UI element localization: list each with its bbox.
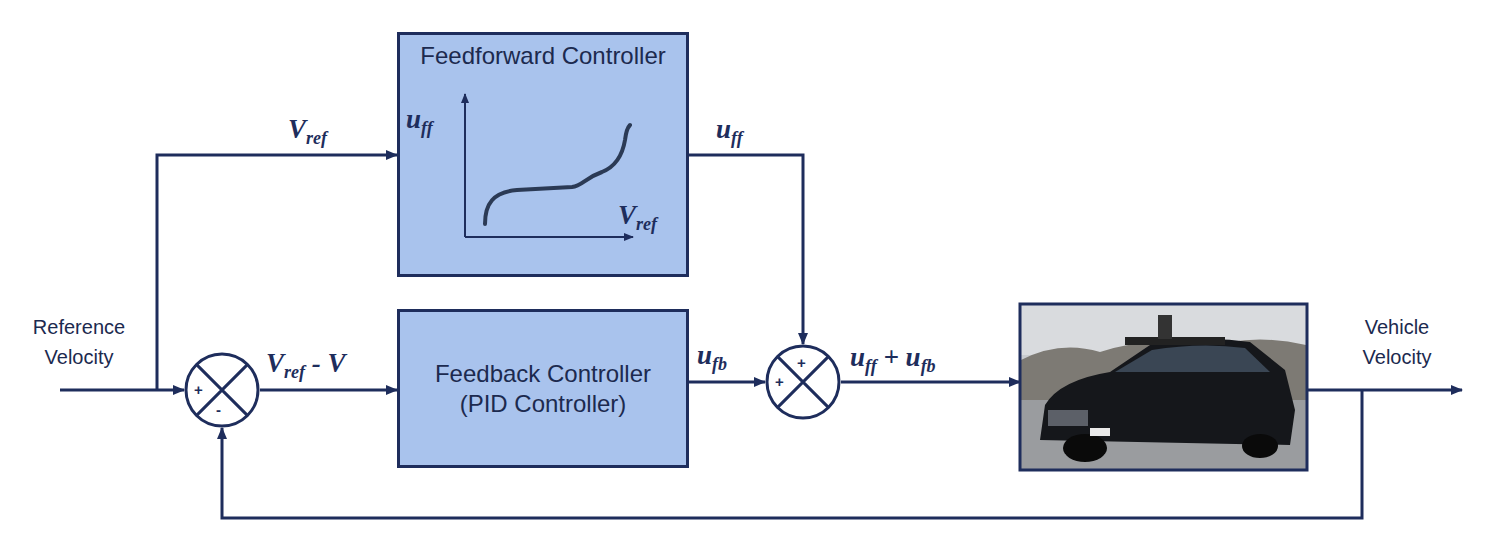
- input-wire: [60, 389, 184, 392]
- sign-label: +: [797, 355, 806, 371]
- output-wire: [1307, 389, 1462, 392]
- signal-name: Vref - V: [266, 346, 346, 380]
- signal-arrow: [260, 389, 397, 392]
- vehicle-frame: [1020, 304, 1307, 470]
- box-label: Feedback Controller (PID Controller): [408, 359, 678, 419]
- feedforward-box: Feedforward Controller: [397, 32, 689, 277]
- sign-label: -: [216, 402, 221, 418]
- axis-label: uff: [406, 102, 433, 136]
- plant-input-wire: [841, 381, 1020, 384]
- feedback-box: Feedback Controller (PID Controller): [397, 309, 689, 468]
- axis-label: Vref: [618, 198, 657, 232]
- signal-name: uff + ufb: [850, 340, 936, 374]
- input-name: Reference Velocity: [12, 312, 146, 372]
- summing-junction: ++: [765, 344, 841, 420]
- box-label: Feedforward Controller: [408, 41, 678, 71]
- signal-name: ufb: [697, 338, 727, 372]
- vehicle-picture: [1021, 305, 1306, 469]
- signal-name: uff: [716, 112, 743, 146]
- sign-label: +: [194, 382, 203, 398]
- output-name: Vehicle Velocity: [1336, 312, 1458, 372]
- sign-label: +: [775, 374, 784, 390]
- signal-arrow: [689, 381, 765, 384]
- summing-junction: +-: [184, 352, 260, 428]
- branch-wire: [157, 155, 397, 390]
- signal-name: Vref: [288, 112, 327, 146]
- signal-arrow: [689, 155, 803, 344]
